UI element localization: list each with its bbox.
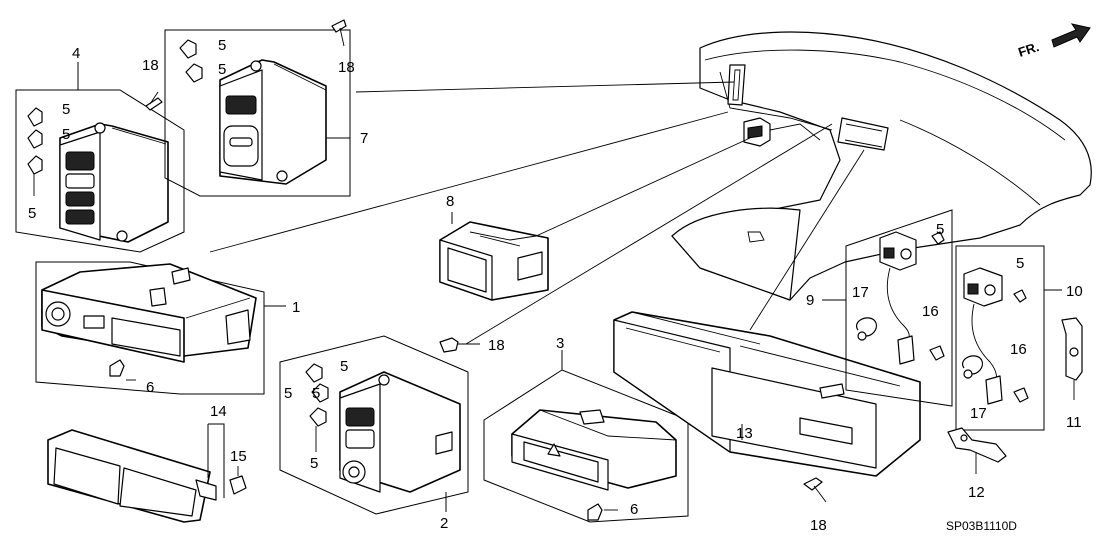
dashboard-outline: [671, 31, 1092, 301]
screw-18-center: [439, 337, 480, 353]
callout-5j: 5: [1016, 255, 1024, 272]
callout-6b: 6: [630, 501, 638, 518]
callout-14: 14: [210, 403, 227, 420]
callout-5g: 5: [284, 385, 292, 402]
callout-5d: 5: [218, 37, 226, 54]
callout-3: 3: [556, 335, 564, 352]
callout-8: 8: [446, 193, 454, 210]
callout-5h: 5: [310, 455, 318, 472]
callout-18b: 18: [338, 59, 355, 76]
callout-17a: 17: [852, 284, 869, 301]
part-group-14: [47, 423, 247, 523]
callout-15: 15: [230, 448, 247, 465]
leader-lines: [209, 81, 865, 345]
callout-1: 1: [292, 299, 300, 316]
front-direction-arrow: FR.: [1016, 23, 1091, 60]
screw-18-bottom: [803, 477, 827, 503]
callout-7: 7: [360, 130, 368, 147]
callout-6a: 6: [146, 379, 154, 396]
callout-16a: 16: [922, 303, 939, 320]
callout-5f: 5: [340, 358, 348, 375]
callout-10: 10: [1066, 283, 1083, 300]
part-group-11: [1061, 317, 1083, 400]
callout-18d: 18: [810, 517, 827, 534]
callout-18c: 18: [488, 337, 505, 354]
part-group-4: [15, 62, 185, 253]
part-group-9: [822, 209, 953, 407]
callout-2: 2: [440, 515, 448, 532]
callout-13: 13: [736, 425, 753, 442]
callout-5e: 5: [218, 61, 226, 78]
part-group-7: [164, 29, 351, 197]
part-group-1: [35, 261, 286, 395]
direction-label: FR.: [1016, 39, 1041, 60]
part-group-13: [613, 311, 921, 477]
screw-18-top-mid: [331, 19, 347, 47]
callout-16b: 16: [1010, 341, 1027, 358]
part-group-2: [279, 335, 469, 515]
callout-5c: 5: [28, 205, 36, 222]
callout-9: 9: [806, 292, 814, 309]
part-group-3: [483, 350, 689, 523]
screw-18-top-left: [145, 91, 163, 111]
callout-5b: 5: [62, 126, 70, 143]
callout-17b: 17: [970, 405, 987, 422]
callout-4: 4: [72, 45, 80, 62]
callout-12: 12: [968, 484, 985, 501]
callout-5k: 5: [312, 385, 320, 402]
callout-18a: 18: [142, 57, 159, 74]
part-group-12: [947, 427, 1007, 474]
callout-labels: 1 2 3 4 5 5 5 5 5 5 5 5 5 5 5 6 6 7 8 9 …: [28, 37, 1083, 534]
diagram-code: SP03B1110D: [946, 519, 1017, 533]
part-group-10: [955, 245, 1062, 431]
callout-5i: 5: [936, 221, 944, 238]
callout-11: 11: [1066, 414, 1082, 431]
part-group-8: [439, 212, 549, 301]
callout-5a: 5: [62, 101, 70, 118]
